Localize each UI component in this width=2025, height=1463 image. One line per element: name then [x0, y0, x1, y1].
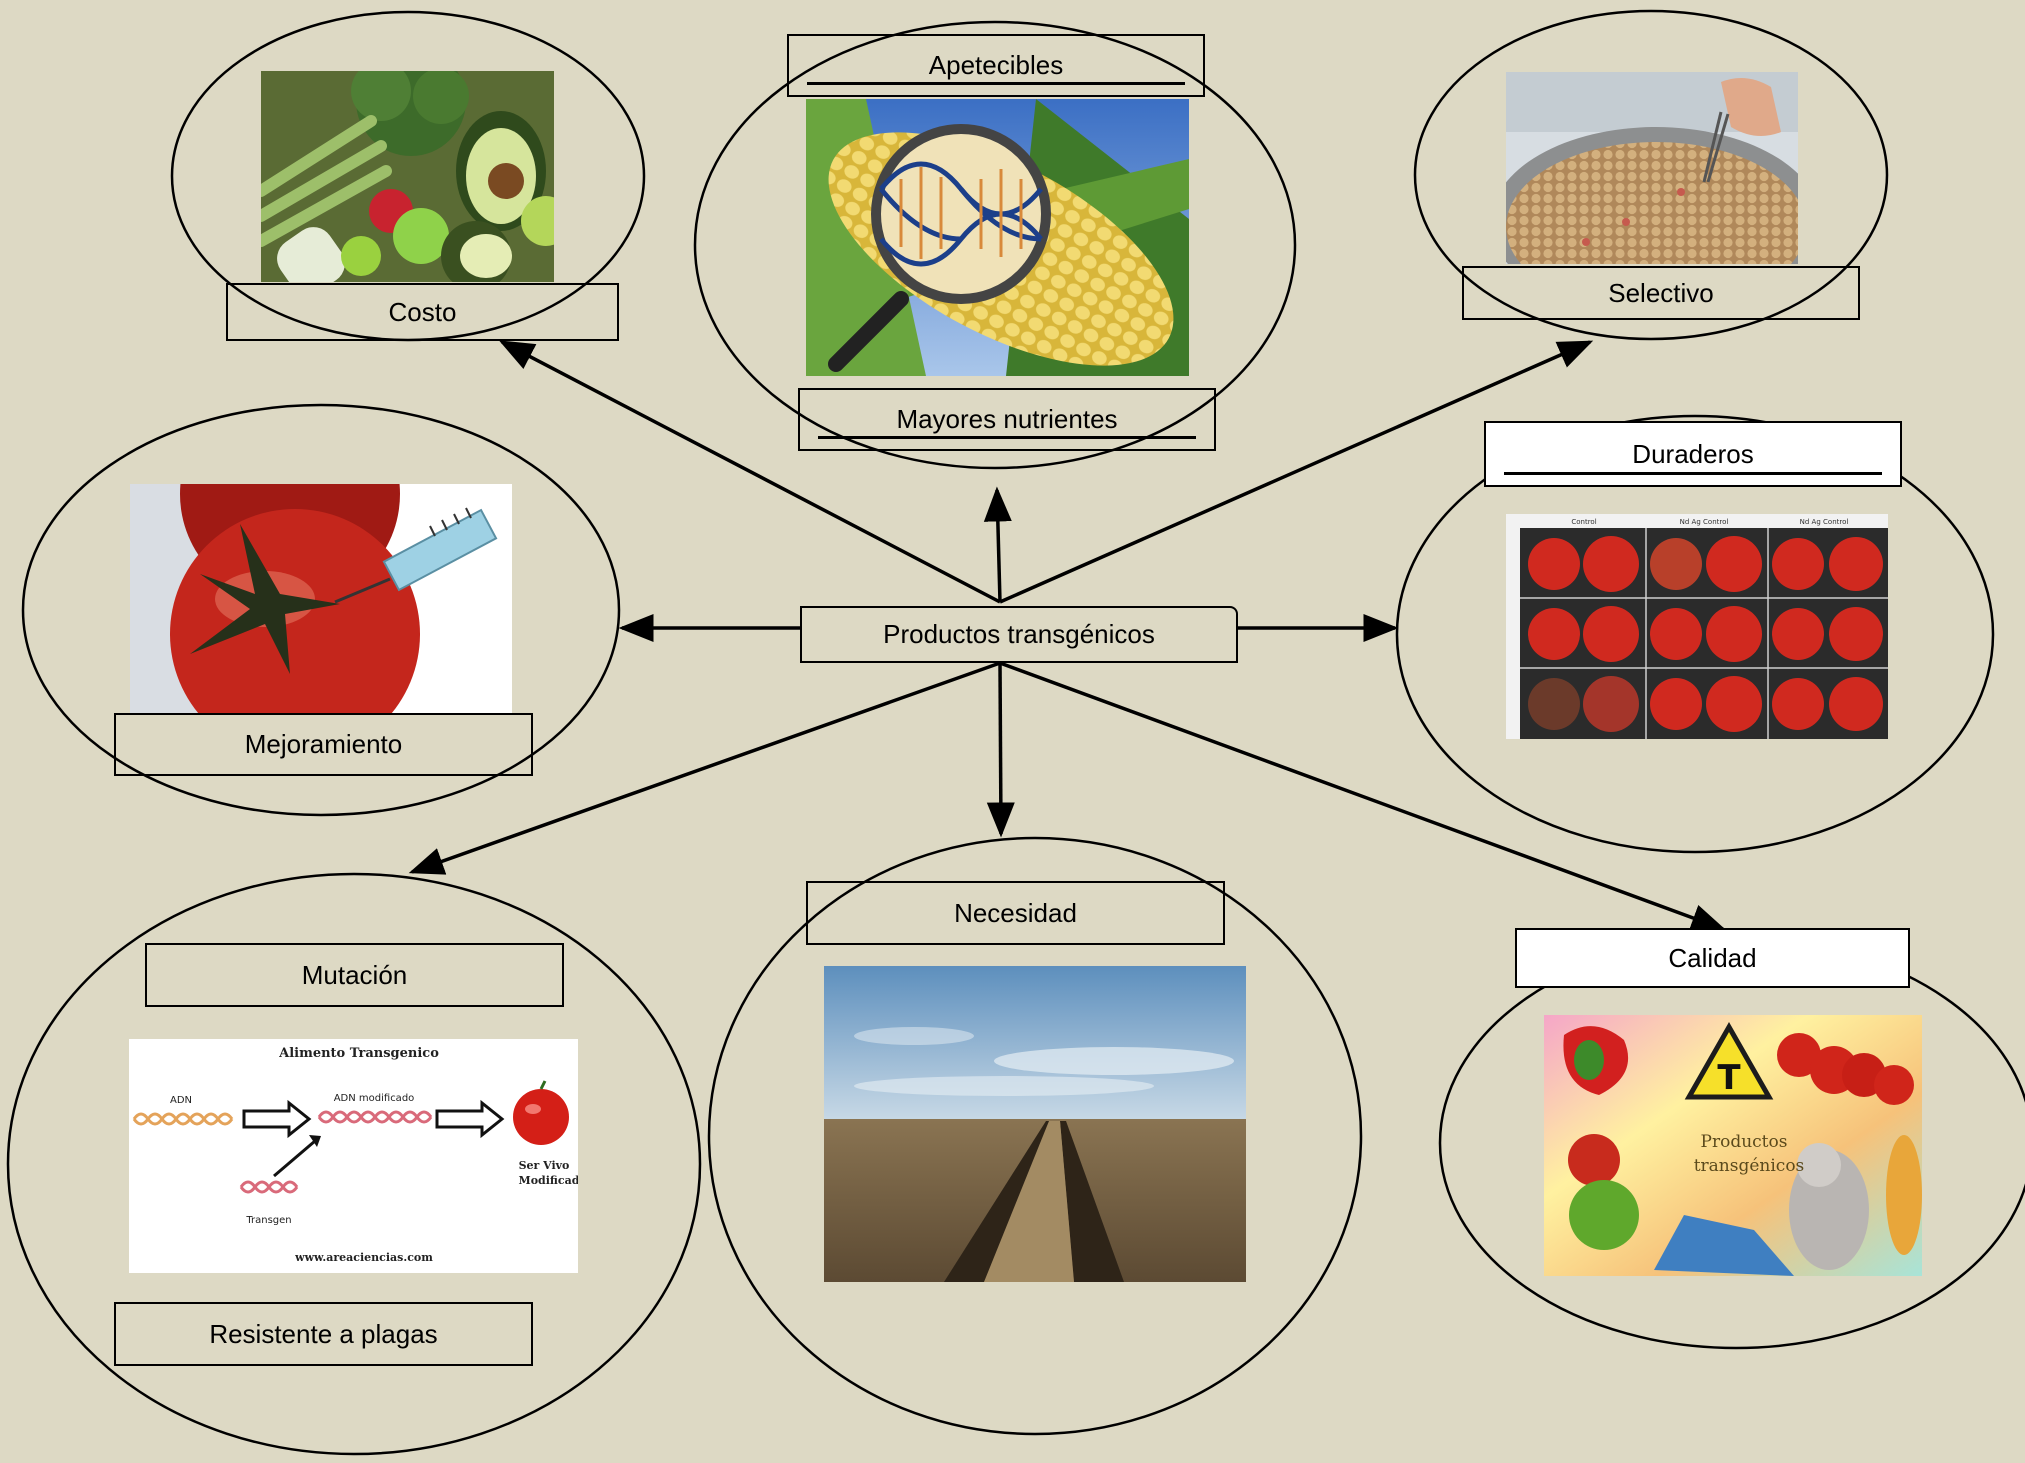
transgenic-collage-image: T Productos transgénicos: [1544, 1015, 1922, 1276]
node-mutacion: Mutación: [145, 943, 564, 1007]
node-resistente: Resistente a plagas: [114, 1302, 533, 1366]
node-costo: Costo: [226, 283, 619, 341]
node-necesidad: Necesidad: [806, 881, 1225, 945]
grid-header-3: Nd Ag Control: [1800, 518, 1849, 526]
ellipse-mutacion: [6, 872, 702, 1456]
tomato-injection-image: [130, 484, 512, 713]
vegetables-image: [261, 71, 554, 282]
arrow-to-calidad: [999, 661, 1727, 932]
node-nutrientes-underline: [818, 436, 1196, 439]
arrow-to-costo: [498, 340, 1001, 604]
node-necesidad-label: Necesidad: [954, 897, 1077, 928]
corn-dna-image: [806, 99, 1189, 376]
gmo-transgen-label: Transgen: [245, 1215, 291, 1226]
grid-header-2: Nd Ag Control: [1680, 518, 1729, 526]
gmo-url: www.areaciencias.com: [294, 1251, 433, 1264]
ellipse-apetecibles: [693, 20, 1297, 470]
gmo-diagram-image: Alimento Transgenico ADN ADN modificado …: [129, 1039, 578, 1273]
grid-header-1: Control: [1571, 518, 1596, 526]
ellipse-necesidad: [707, 836, 1363, 1436]
node-resistente-label: Resistente a plagas: [209, 1318, 438, 1349]
node-calidad: Calidad: [1515, 928, 1910, 988]
collage-text-2: transgénicos: [1694, 1156, 1805, 1176]
node-apetecibles-underline: [807, 82, 1185, 85]
node-mayores-nutrientes: Mayores nutrientes: [798, 388, 1216, 451]
node-mejoramiento-label: Mejoramiento: [244, 729, 403, 759]
node-apetecibles-label: Apetecibles: [928, 50, 1064, 80]
seed-selection-image: [1506, 72, 1798, 264]
gmo-ser-vivo-2: Modificad: [519, 1174, 578, 1187]
arrow-to-nutrientes: [983, 486, 1012, 603]
ellipse-selectivo: [1413, 9, 1889, 341]
node-center: Productos transgénicos: [800, 606, 1238, 663]
ellipse-mejoramiento: [21, 403, 621, 817]
arrow-to-mutacion: [408, 661, 1001, 875]
arrow-to-necesidad: [986, 662, 1015, 838]
node-mejoramiento: Mejoramiento: [114, 713, 533, 776]
node-apetecibles: Apetecibles: [787, 34, 1205, 97]
node-duraderos-label: Duraderos: [1632, 438, 1754, 469]
arrow-to-selectivo: [999, 340, 1594, 604]
node-center-label: Productos transgénicos: [883, 619, 1155, 649]
node-selectivo: Selectivo: [1462, 266, 1860, 320]
tomato-grid-image: Control Nd Ag Control Nd Ag Control: [1506, 514, 1888, 739]
wheat-field-image: [824, 966, 1246, 1282]
node-nutrientes-label: Mayores nutrientes: [896, 404, 1118, 434]
node-costo-label: Costo: [388, 296, 457, 327]
gmo-ser-vivo-1: Ser Vivo: [519, 1159, 570, 1172]
gmo-adn-label: ADN: [170, 1095, 192, 1106]
gmo-adn-mod-label: ADN modificado: [334, 1093, 415, 1104]
node-selectivo-label: Selectivo: [1608, 277, 1714, 308]
node-duraderos: Duraderos: [1484, 421, 1902, 487]
gmo-title: Alimento Transgenico: [278, 1046, 439, 1061]
node-mutacion-label: Mutación: [301, 959, 408, 990]
collage-text-1: Productos: [1701, 1132, 1788, 1152]
collage-sign: T: [1717, 1058, 1741, 1098]
node-calidad-label: Calidad: [1668, 942, 1757, 973]
node-duraderos-underline: [1504, 472, 1882, 475]
